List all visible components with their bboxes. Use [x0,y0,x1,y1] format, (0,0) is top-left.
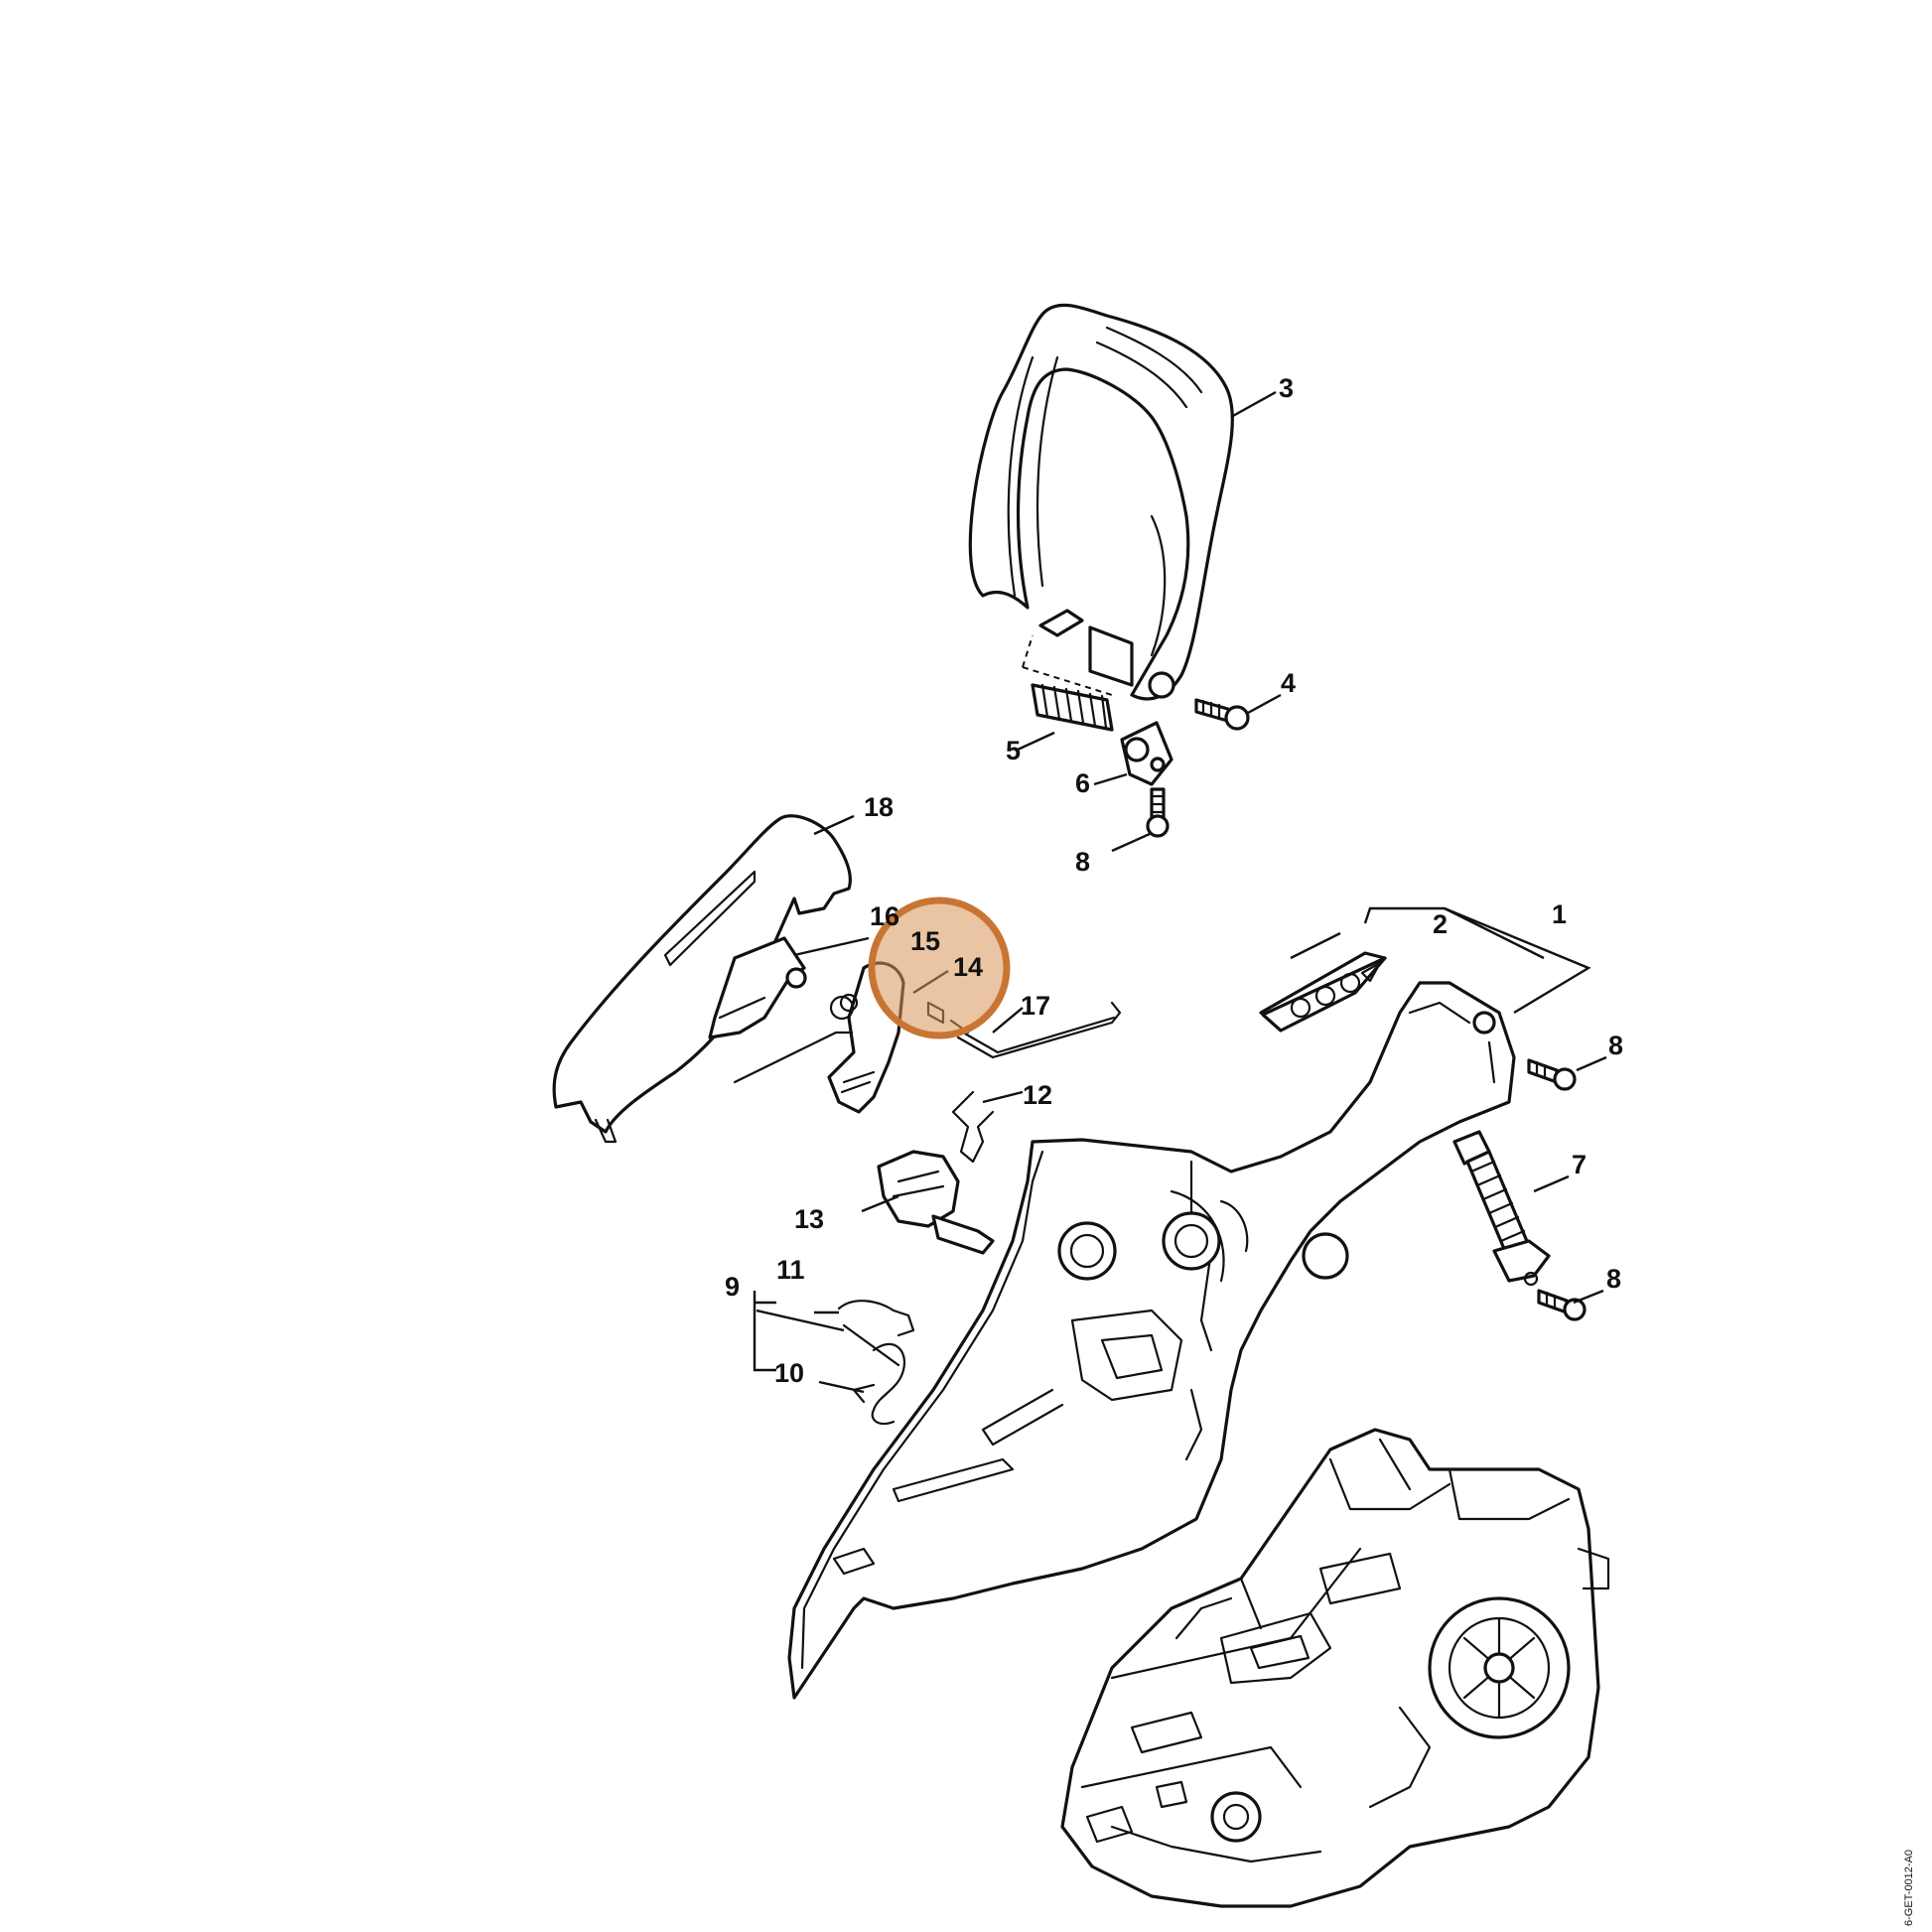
callout-2[interactable]: 2 [1433,909,1448,939]
screw-part-8-top[interactable] [1146,787,1170,838]
anti-vibration-spring[interactable] [1452,1130,1551,1287]
callout-1[interactable]: 1 [1552,899,1567,929]
leader-lines [753,390,1607,1394]
callout-7[interactable]: 7 [1572,1150,1587,1179]
drawing-reference-code: 6-GET-0012-A0 [1903,1850,1915,1926]
interlock-lever[interactable] [708,936,807,1039]
screw-part-8-right-lower[interactable] [1537,1289,1587,1321]
callout-13[interactable]: 13 [794,1204,824,1234]
callout-16[interactable]: 16 [870,901,899,931]
screw-part-8-right-upper[interactable] [1527,1058,1577,1091]
callout-17[interactable]: 17 [1021,991,1050,1021]
retaining-clip[interactable] [951,1090,995,1164]
callout-18[interactable]: 18 [864,792,894,822]
warning-label[interactable] [1259,951,1387,1033]
callout-labels: 1 2 3 4 5 6 7 8 8 8 9 10 11 12 13 14 15 … [725,373,1623,1388]
callout-9[interactable]: 9 [725,1272,740,1302]
callout-12[interactable]: 12 [1023,1080,1052,1110]
rear-handle-housing[interactable] [787,981,1516,1700]
callout-3[interactable]: 3 [1279,373,1294,403]
screw-part-4[interactable] [1194,698,1250,731]
throttle-rod[interactable] [956,1001,1122,1059]
callout-8-top[interactable]: 8 [1075,847,1090,877]
buffer-mount[interactable] [1120,721,1173,786]
front-handle-bar[interactable] [968,303,1234,701]
callout-5[interactable]: 5 [1006,736,1021,765]
callout-15[interactable]: 15 [910,926,940,956]
handle-molding-cover[interactable] [552,814,852,1144]
callout-8-right-lower[interactable]: 8 [1606,1264,1621,1294]
annular-buffer-spring[interactable] [1022,634,1114,732]
engine-crankcase [1060,1428,1610,1908]
callout-10[interactable]: 10 [774,1358,804,1388]
switch-shaft[interactable] [877,1150,995,1255]
highlight-circle [868,897,1011,1039]
torsion-spring-part-15[interactable] [733,993,859,1084]
contact-spring-assembly[interactable] [837,1300,915,1426]
callout-4[interactable]: 4 [1281,668,1296,698]
callout-11[interactable]: 11 [776,1255,805,1285]
callout-6[interactable]: 6 [1075,768,1090,798]
callout-8-right-upper[interactable]: 8 [1608,1031,1623,1060]
callout-14[interactable]: 14 [953,952,983,982]
